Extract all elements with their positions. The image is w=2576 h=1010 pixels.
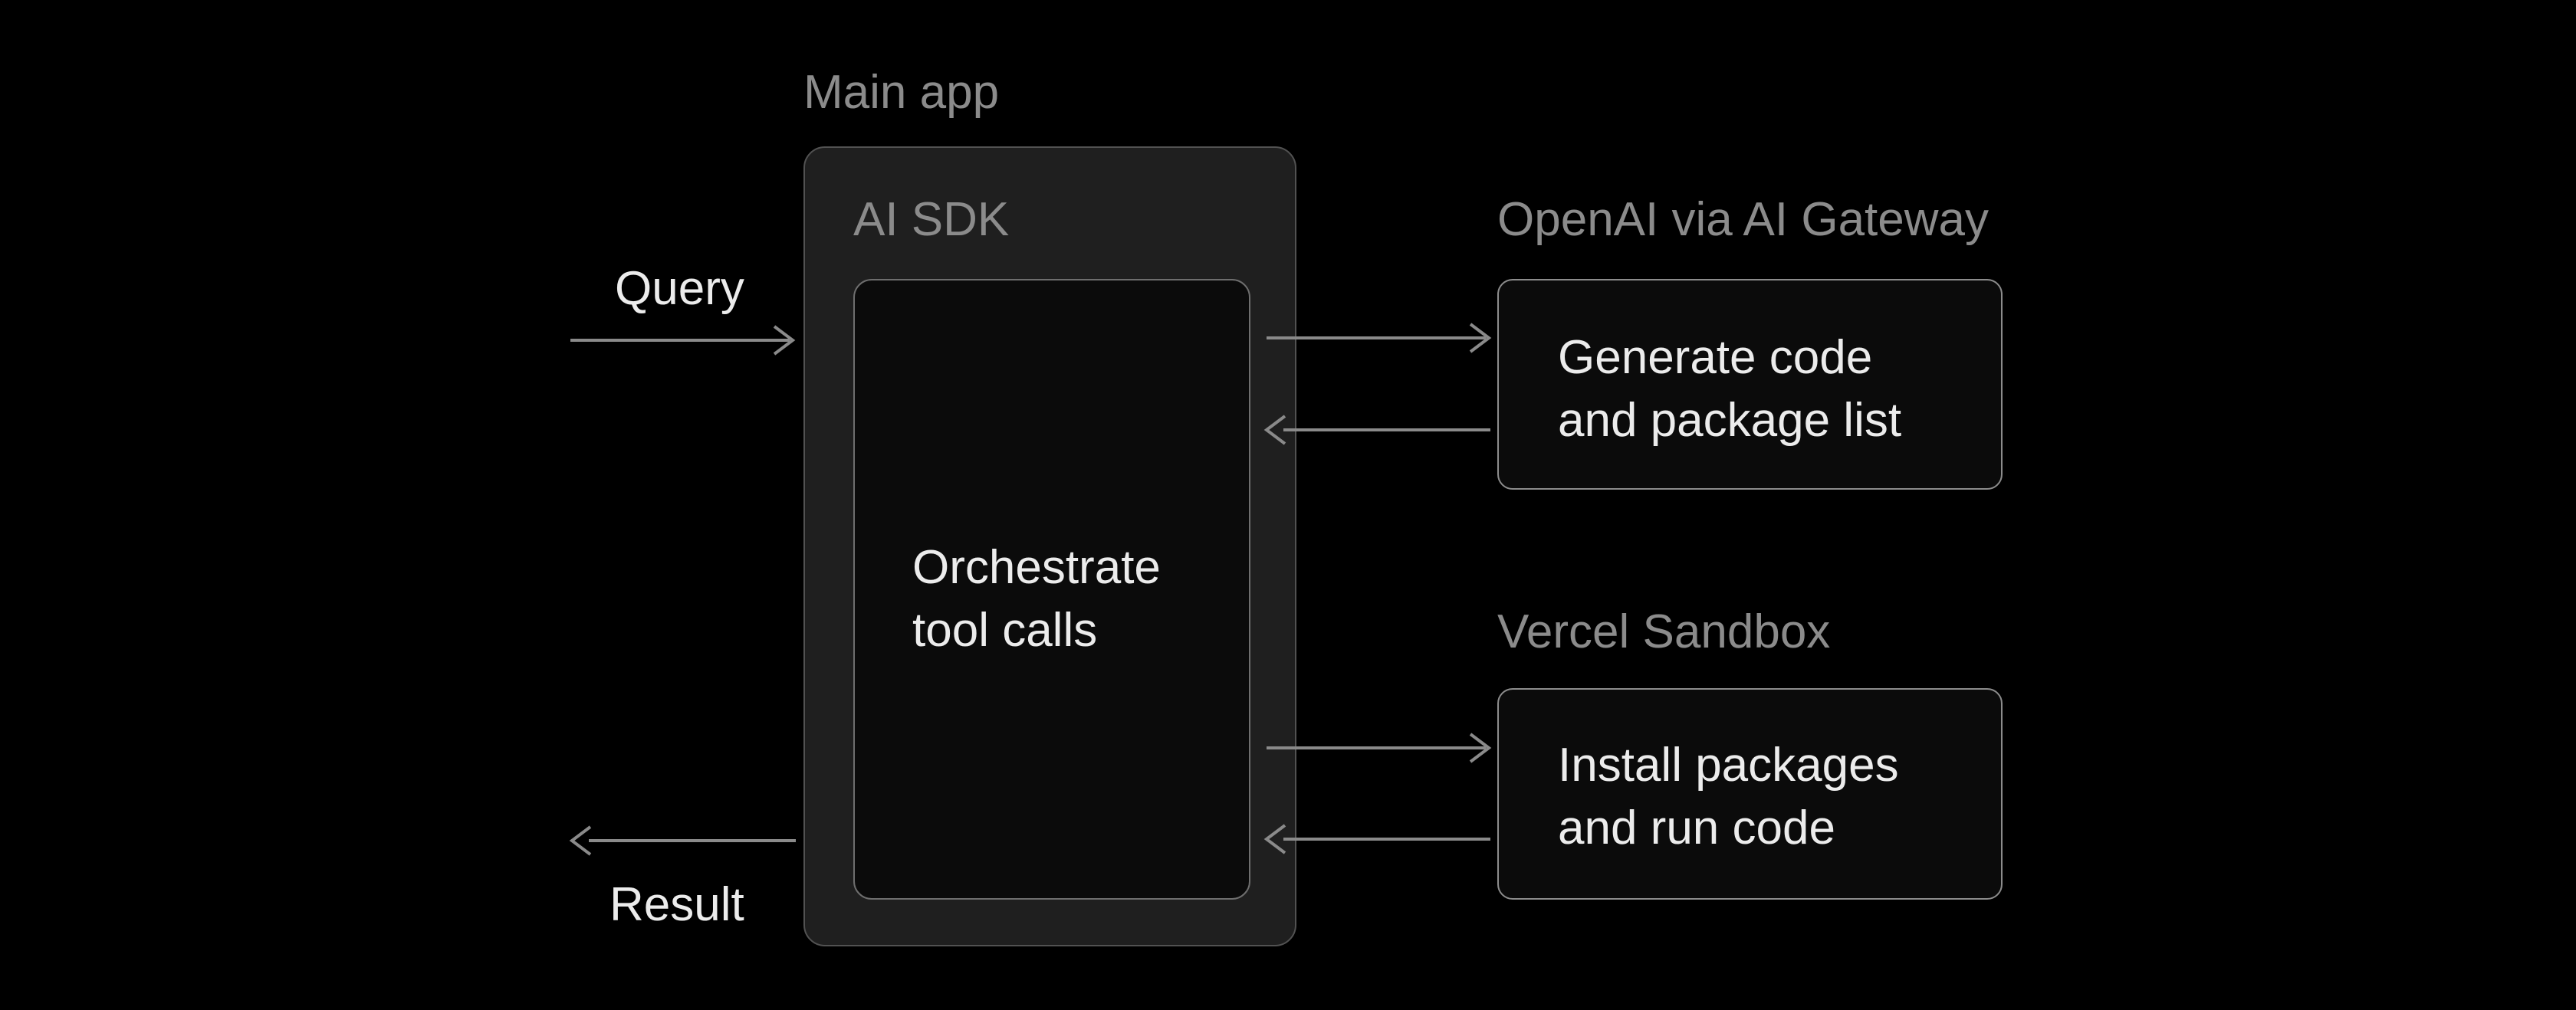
ai-sdk-inner-box [853, 279, 1250, 900]
main-app-label: Main app [803, 66, 1000, 119]
generate-code-text-line2: and package list [1558, 394, 1902, 447]
vercel-sandbox-label: Vercel Sandbox [1497, 605, 1831, 658]
install-packages-text: Install packages and run code [1558, 734, 1899, 860]
orchestrate-text-line2: tool calls [912, 604, 1098, 657]
result-label: Result [610, 878, 744, 931]
openai-box [1497, 279, 2003, 490]
generate-code-text: Generate code and package list [1558, 326, 1901, 452]
ai-sdk-label: AI SDK [853, 193, 1010, 246]
query-arrow-icon [570, 325, 796, 356]
install-packages-text-line2: and run code [1558, 802, 1835, 854]
openai-gateway-label: OpenAI via AI Gateway [1497, 193, 1990, 246]
vercel-sandbox-box [1497, 688, 2003, 900]
from-sandbox-arrow-icon [1263, 824, 1490, 854]
orchestrate-text-line1: Orchestrate [912, 541, 1161, 594]
install-packages-text-line1: Install packages [1558, 739, 1899, 792]
to-sandbox-arrow-icon [1267, 733, 1492, 763]
generate-code-text-line1: Generate code [1558, 331, 1873, 384]
to-openai-arrow-icon [1267, 323, 1492, 353]
from-openai-arrow-icon [1263, 415, 1490, 445]
result-arrow-icon [569, 825, 796, 856]
query-label: Query [615, 262, 744, 315]
orchestrate-text: Orchestrate tool calls [912, 536, 1161, 662]
